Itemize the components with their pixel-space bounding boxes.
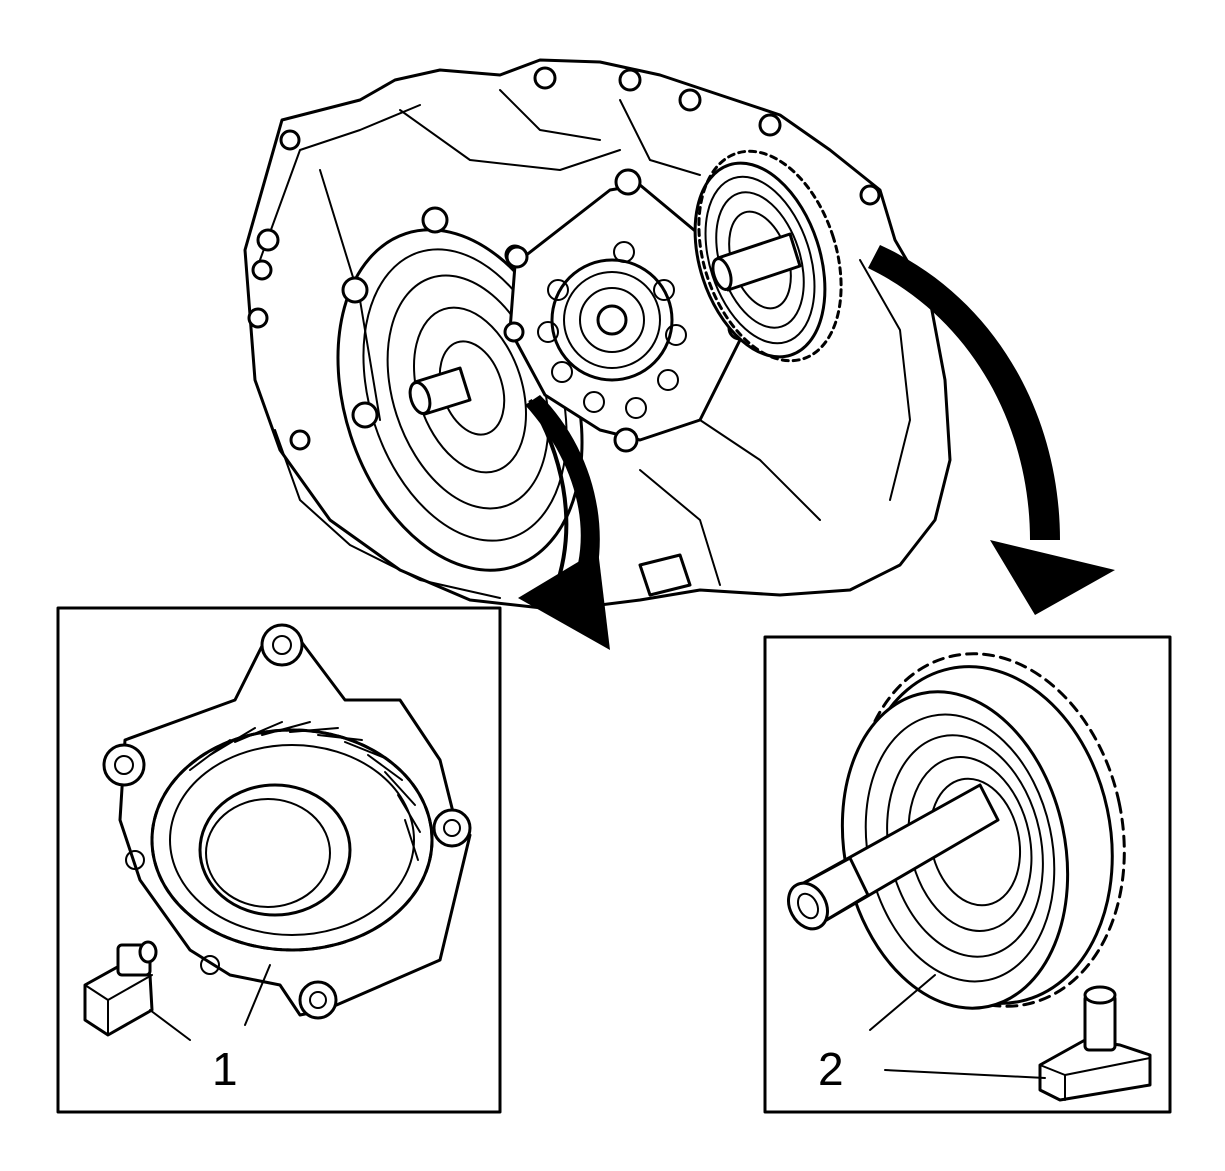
inset-panel-1: 1 xyxy=(56,606,502,1114)
speed-sensor-1-icon xyxy=(83,940,158,1037)
callout-2-leaders xyxy=(869,974,1046,1079)
gear-ring-sensor-assembly xyxy=(102,623,472,1020)
callout-1-leaders xyxy=(149,964,271,1041)
speed-sensor-2-icon xyxy=(1038,985,1152,1102)
output-shaft-gear-sensor-assembly xyxy=(787,652,1126,1010)
arrow-to-inset-2 xyxy=(868,245,1115,615)
output-gear-main xyxy=(693,149,843,363)
inset-panel-2: 2 xyxy=(763,635,1172,1114)
callout-1-label: 1 xyxy=(212,1043,238,1095)
callout-2-label: 2 xyxy=(818,1043,844,1095)
arrow-to-inset-1 xyxy=(518,395,610,650)
housing-bolt-bosses xyxy=(247,66,881,451)
